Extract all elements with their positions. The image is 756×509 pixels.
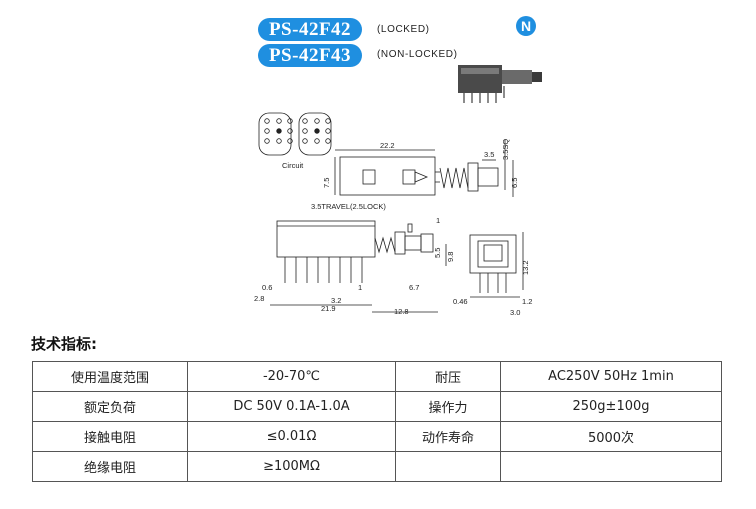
dim-3-5sq: 3.5SQ (501, 139, 510, 160)
technical-drawing: Circuit 22.2 3.5 3.5SQ 7.5 6.5 3.5TRAVEL… (254, 65, 542, 317)
table-row: 绝缘电阻 ≥100MΩ (32, 451, 722, 482)
dim-1-2: 1.2 (522, 297, 532, 306)
brand-logo-icon: N (516, 16, 536, 36)
circuit-label: Circuit (282, 161, 304, 170)
model-badge-locked: PS-42F42 (258, 18, 362, 41)
table-row: 使用温度范围 -20-70℃ 耐压 AC250V 50Hz 1min (32, 361, 722, 392)
table-row: 接触电阻 ≤0.01Ω 动作寿命 5000次 (32, 421, 722, 452)
dim-0-46: 0.46 (453, 297, 468, 306)
model-badge-nonlocked: PS-42F43 (258, 44, 362, 67)
dim-13-2: 13.2 (521, 260, 530, 275)
dim-3-0: 3.0 (510, 308, 520, 317)
specs-table: 使用温度范围 -20-70℃ 耐压 AC250V 50Hz 1min 额定负荷 … (32, 361, 722, 482)
front-view (270, 220, 447, 313)
dim-3-2: 3.2 (331, 296, 341, 305)
spec-value: DC 50V 0.1A-1.0A (187, 391, 396, 422)
side-view (334, 140, 514, 197)
spec-value: -20-70℃ (187, 361, 396, 392)
dim-9-8: 9.8 (446, 252, 455, 262)
model-note-locked: (LOCKED) (377, 24, 430, 35)
dim-1-bottom: 1 (358, 283, 362, 292)
dim-5-5: 5.5 (433, 248, 442, 258)
spec-value (500, 451, 722, 482)
spec-label: 接触电阻 (32, 421, 188, 452)
dim-6-7: 6.7 (409, 283, 419, 292)
dim-21-9: 21.9 (321, 304, 336, 313)
dim-travel: 3.5TRAVEL(2.5LOCK) (311, 202, 386, 211)
model-note-nonlocked: (NON-LOCKED) (377, 49, 458, 60)
spec-label (395, 451, 501, 482)
product-figure: PS-42F42 (LOCKED) PS-42F43 (NON-LOCKED) … (254, 16, 542, 317)
dim-12-8: 12.8 (394, 307, 409, 316)
spec-label: 动作寿命 (395, 421, 501, 452)
spec-value: 250g±100g (500, 391, 722, 422)
dim-3-5: 3.5 (484, 150, 494, 159)
dim-22-2: 22.2 (380, 141, 395, 150)
dim-0-6: 0.6 (262, 283, 272, 292)
spec-label: 使用温度范围 (32, 361, 188, 392)
table-row: 额定负荷 DC 50V 0.1A-1.0A 操作力 250g±100g (32, 391, 722, 422)
spec-value: ≤0.01Ω (187, 421, 396, 452)
spec-value: AC250V 50Hz 1min (500, 361, 722, 392)
section-title: 技术指标: (31, 335, 97, 353)
circuit-diagram (258, 112, 332, 156)
spec-value: ≥100MΩ (187, 451, 396, 482)
spec-label: 耐压 (395, 361, 501, 392)
switch-photo (458, 65, 542, 103)
dim-1-top: 1 (436, 216, 440, 225)
end-view (469, 232, 524, 298)
spec-label: 绝缘电阻 (32, 451, 188, 482)
dim-7-5: 7.5 (322, 178, 331, 188)
dim-6-5: 6.5 (510, 178, 519, 188)
spec-label: 操作力 (395, 391, 501, 422)
spec-value: 5000次 (500, 421, 722, 452)
spec-label: 额定负荷 (32, 391, 188, 422)
dim-2-8: 2.8 (254, 294, 264, 303)
